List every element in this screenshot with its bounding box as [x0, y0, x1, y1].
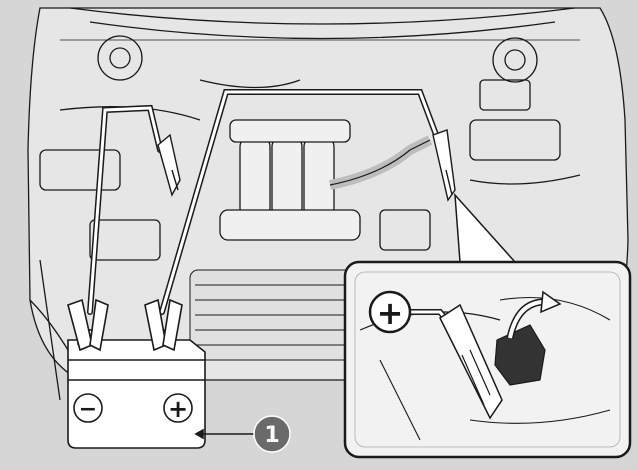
inset-positive-clamp — [439, 303, 503, 420]
cowl-panel — [69, 7, 576, 25]
callout-leader — [194, 428, 255, 440]
terminal-cover — [494, 324, 546, 386]
detail-inset — [343, 192, 632, 459]
engine-bay — [27, 7, 629, 401]
battery-icon — [67, 298, 206, 449]
callout-number: 1 — [264, 423, 279, 448]
right-strut-tower — [492, 37, 538, 83]
left-strut-tower — [97, 35, 143, 81]
inset-positive-symbol: + — [377, 294, 404, 332]
inset-positive-terminal — [368, 290, 412, 334]
battery-positive-terminal — [163, 393, 193, 423]
battery-positive-symbol: + — [168, 395, 188, 423]
battery-negative-symbol: − — [79, 397, 97, 422]
battery-negative-terminal — [73, 393, 103, 423]
jumper-cables — [87, 89, 441, 315]
callout-badge — [253, 415, 291, 453]
clamp-icon — [157, 129, 456, 202]
intake-manifold — [219, 119, 361, 241]
